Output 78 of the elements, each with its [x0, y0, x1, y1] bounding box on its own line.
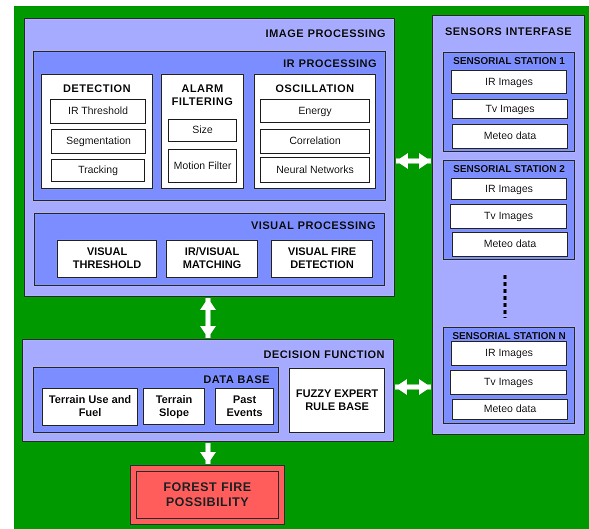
process-box — [451, 70, 567, 94]
box-label: Terrain Use and Fuel — [48, 394, 132, 420]
panel — [22, 339, 394, 442]
panel — [24, 18, 395, 297]
group-title: SENSORIAL STATION N — [451, 330, 567, 343]
process-box — [166, 240, 258, 278]
box-label: Motion Filter — [174, 160, 232, 172]
process-box — [452, 399, 568, 420]
box-label: Past Events — [225, 394, 264, 420]
process-box — [452, 232, 568, 257]
arrow — [200, 443, 216, 464]
box-label: Correlation — [289, 135, 341, 148]
box-label: Tv Images — [484, 376, 533, 389]
box-label: VISUAL THRESHOLD — [72, 246, 142, 272]
group-title: IR PROCESSING — [283, 58, 377, 71]
group-title: ALARM FILTERING — [170, 83, 234, 109]
box-label: IR Threshold — [68, 105, 128, 118]
group-title: DATA BASE — [203, 374, 270, 387]
arrow — [396, 153, 431, 169]
group-panel — [33, 367, 279, 433]
process-box — [168, 149, 237, 183]
box-label: Neural Networks — [276, 164, 354, 176]
box-label: Tracking — [78, 164, 118, 177]
group-title: DECISION FUNCTION — [263, 349, 385, 362]
process-box — [450, 370, 567, 395]
box-label: IR Images — [485, 347, 533, 360]
process-box — [450, 204, 567, 229]
process-box — [42, 388, 138, 426]
arrow — [200, 298, 216, 338]
process-box — [51, 159, 145, 182]
group-panel — [33, 51, 386, 201]
process-box — [451, 341, 567, 366]
result-box — [130, 465, 285, 525]
group-panel — [34, 213, 385, 286]
group-panel — [443, 52, 575, 152]
group-panel — [443, 327, 575, 424]
box-label: IR/VISUAL MATCHING — [182, 246, 242, 272]
box-label: Segmentation — [66, 135, 131, 148]
process-box — [143, 388, 205, 425]
box-label: Tv Images — [485, 102, 534, 116]
box-label: VISUAL FIRE DETECTION — [286, 246, 358, 272]
box-label: Meteo data — [484, 238, 536, 251]
group-title: IMAGE PROCESSING — [266, 28, 386, 41]
process-box — [452, 124, 568, 149]
box-label: Meteo data — [484, 403, 536, 416]
process-box — [451, 178, 567, 200]
box-label: FUZZY EXPERT RULE BASE — [294, 388, 380, 414]
box-label: Energy — [298, 104, 332, 118]
group-panel — [443, 160, 575, 260]
process-box — [57, 240, 157, 278]
group-title: OSCILLATION — [274, 83, 356, 96]
process-box — [260, 99, 370, 123]
group-title: DETECTION — [62, 83, 132, 96]
group-title: SENSORS INTERFASE — [444, 26, 574, 39]
box-label: IR Images — [485, 76, 533, 88]
box-label: IR Images — [485, 182, 533, 196]
arrow — [395, 379, 431, 395]
process-box — [215, 388, 274, 425]
group-title: SENSORIAL STATION 2 — [452, 163, 566, 176]
process-box — [260, 129, 370, 154]
process-box — [168, 119, 237, 142]
box-label: Meteo data — [484, 130, 536, 143]
panel — [432, 15, 585, 435]
group-box — [254, 74, 376, 189]
group-box — [161, 74, 244, 189]
box-label: Size — [192, 124, 213, 137]
process-box — [51, 129, 146, 154]
process-box — [260, 157, 370, 183]
process-box — [289, 368, 385, 433]
process-box — [50, 99, 146, 124]
group-title: VISUAL PROCESSING — [250, 220, 376, 233]
group-title: SENSORIAL STATION 1 — [452, 55, 566, 68]
box-label: FOREST FIRE POSSIBILITY — [162, 480, 253, 510]
box-label: Tv Images — [484, 210, 533, 223]
process-box — [452, 99, 568, 119]
process-box — [271, 240, 373, 278]
group-box — [41, 74, 153, 189]
box-label: Terrain Slope — [154, 394, 194, 420]
